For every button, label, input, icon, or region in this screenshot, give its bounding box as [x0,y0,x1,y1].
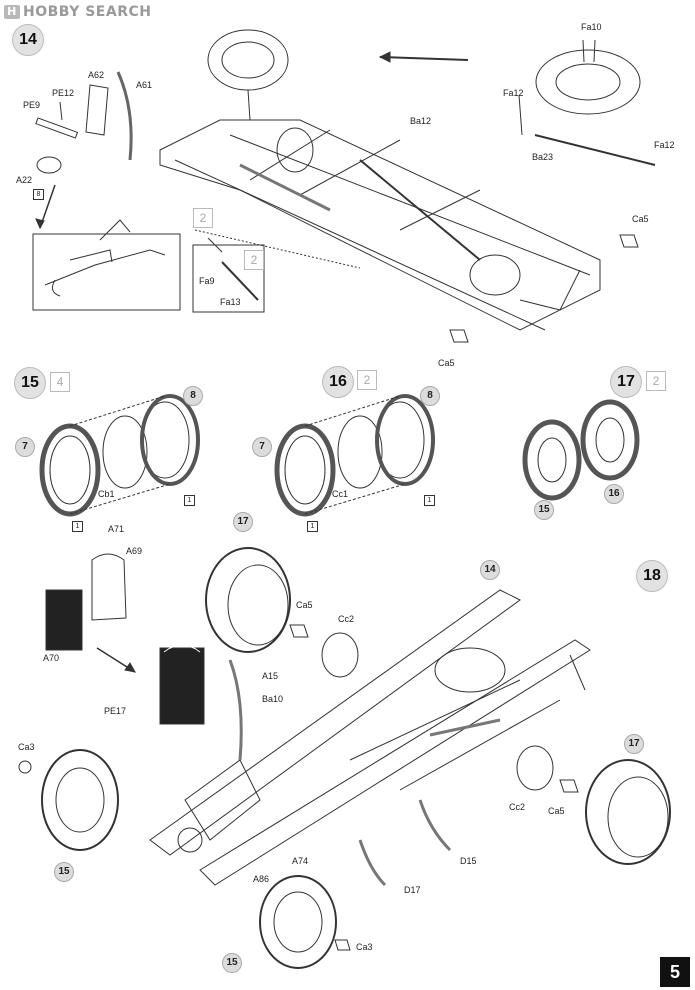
part-label-cc2-bottom: Cc2 [509,802,526,812]
part-label-a22: A22 [16,175,33,185]
part-label-d17: D17 [404,885,421,895]
step-15-multiplier: 4 [50,372,70,392]
part-label-cc1: Cc1 [332,489,349,499]
part-square-1-b: 1 [184,495,195,506]
hub-cap-drawings [449,234,639,343]
part-label-a62: A62 [88,70,105,80]
part-label-ca5-step18-bottom: Ca5 [548,806,565,816]
part-label-a74: A74 [292,856,309,866]
part-label-fa12-right: Fa12 [654,140,675,150]
step-18-marker: 18 [636,560,668,592]
step-17-marker: 17 [610,366,642,398]
callout-8-step15: 8 [183,386,203,406]
part-label-ba23: Ba23 [532,152,554,162]
part-label-a71: A71 [108,524,125,534]
dual-rear-wheel-drawing [205,547,671,865]
step-16-multiplier: 2 [357,370,377,390]
part-label-ba12: Ba12 [410,116,432,126]
part-label-a70: A70 [43,653,60,663]
step-14-marker: 14 [12,24,44,56]
part-label-ca5-step18-top: Ca5 [296,600,313,610]
part-label-a15: A15 [262,671,279,681]
callout-15-step17: 15 [534,500,554,520]
hub-drawings [289,624,579,793]
step-15-marker: 15 [14,367,46,399]
part-square-1-a: 1 [72,521,83,532]
front-wheel-drawing [18,749,351,969]
step-17-multiplier: 2 [646,371,666,391]
callout-7-step16: 7 [252,437,272,457]
part-label-pe17: PE17 [104,706,127,716]
part-label-cc2-top: Cc2 [338,614,355,624]
callout-17-rear-right: 17 [624,734,644,754]
part-label-ca3-right: Ca3 [356,942,373,952]
spare-wheel-9-drawing [518,39,656,166]
callout-17-rear-left: 17 [233,512,253,532]
part-label-a69: A69 [126,546,143,556]
wheel-guide-line [194,229,361,269]
callout-7-step15: 7 [15,437,35,457]
step-14-fa9-multiplier: 2 [244,250,264,270]
hobby-search-logo: H HOBBY SEARCH [4,3,151,21]
part-label-a86: A86 [253,874,270,884]
part-square-1-d: 1 [424,495,435,506]
headlight-assembly-drawing [35,71,133,230]
chassis-frame-drawing [159,119,601,331]
step-16-marker: 16 [322,366,354,398]
part-label-cb1: Cb1 [98,489,115,499]
logo-mark: H [4,5,20,19]
part-label-d15: D15 [460,856,477,866]
wheel-17-drawing [522,399,640,501]
direction-arrow [378,51,469,63]
callout-16-step17: 16 [604,484,624,504]
callout-8-step16: 8 [420,386,440,406]
page-number: 5 [660,957,690,987]
part-label-pe12: PE12 [52,88,75,98]
part-square-1-c: 1 [307,521,318,532]
part-label-ca5-bottom: Ca5 [438,358,455,368]
main-chassis-drawing [149,589,591,887]
spare-wheel-drawing [207,29,289,121]
headlight-detail-box [32,233,181,311]
callout-14-chassis: 14 [480,560,500,580]
part-label-pe9: PE9 [23,100,41,110]
part-square-8: 8 [33,189,44,200]
fa9-detail-box [192,244,265,313]
logo-text: HOBBY SEARCH [23,4,152,20]
part-label-ca3-left: Ca3 [18,742,35,752]
part-label-fa13: Fa13 [220,297,241,307]
fa9-detail-drawing [207,237,259,301]
step-14-multiplier: 2 [193,208,213,228]
part-label-fa12-left: Fa12 [503,88,524,98]
wheel-15-drawing [39,394,200,517]
callout-15-front-right: 15 [222,953,242,973]
radiator-drawing [45,553,205,725]
wheel-16-drawing [274,394,435,517]
part-label-ca5-right: Ca5 [632,214,649,224]
part-label-a61: A61 [136,80,153,90]
callout-15-front-left: 15 [54,862,74,882]
part-label-ba10: Ba10 [262,694,284,704]
part-label-fa10: Fa10 [581,22,602,32]
headlight-detail-drawing [44,219,166,297]
part-label-fa9: Fa9 [199,276,215,286]
